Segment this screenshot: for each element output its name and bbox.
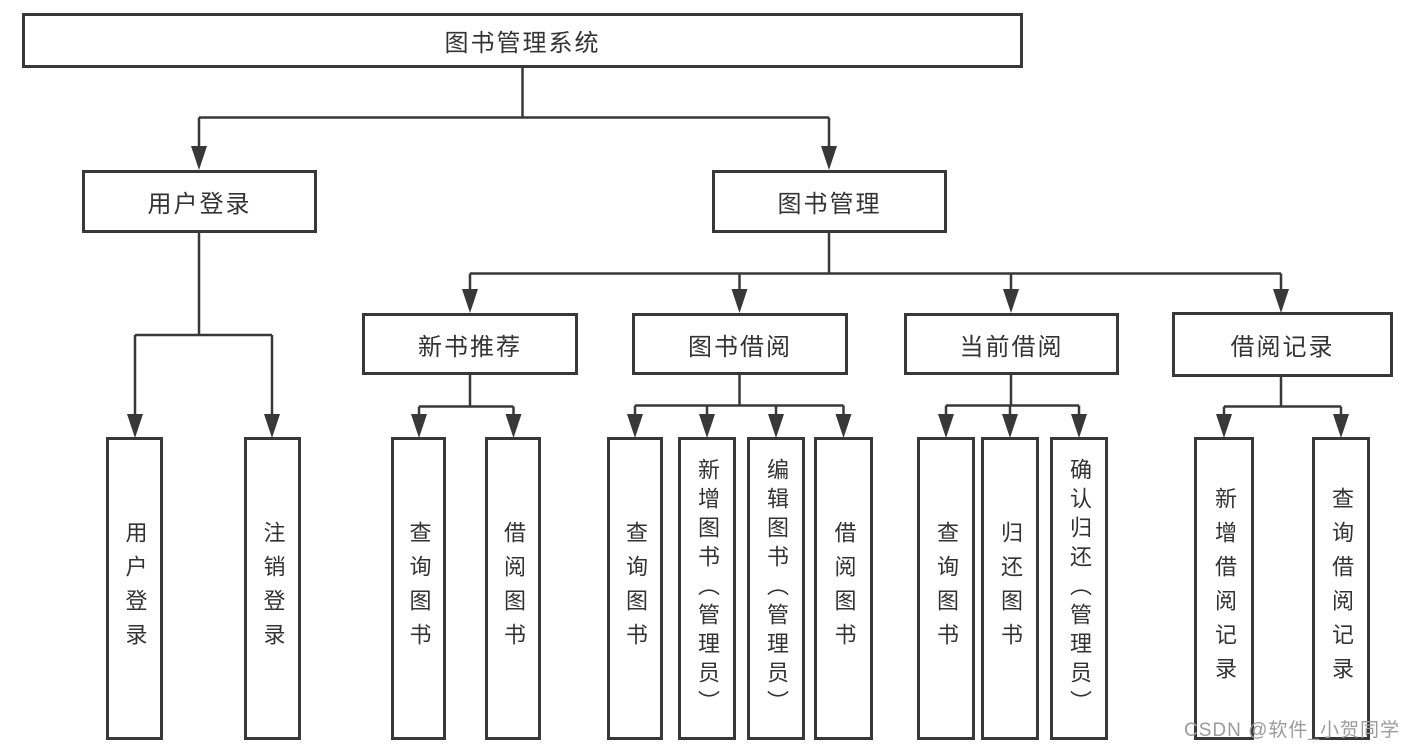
leaf-borrow-books: 借阅图书 xyxy=(814,437,873,740)
node-label: 确认归还（管理员） xyxy=(1067,458,1092,719)
leaf-add-borrow-record: 新增借阅记录 xyxy=(1194,437,1254,740)
leaf-query-books-borrowing: 查询图书 xyxy=(607,437,663,740)
node-label: 注销登录 xyxy=(260,520,286,657)
node-label: 查询图书 xyxy=(934,520,959,657)
node-current-borrowing: 当前借阅 xyxy=(904,313,1119,375)
csdn-watermark: CSDN @软件_小贺同学 xyxy=(1184,720,1400,741)
node-label: 查询图书 xyxy=(623,520,648,657)
node-label: 归还图书 xyxy=(998,520,1023,657)
node-library-management-system: 图书管理系统 xyxy=(22,13,1023,68)
node-borrow-records: 借阅记录 xyxy=(1172,312,1393,377)
leaf-return-book: 归还图书 xyxy=(981,437,1039,740)
leaf-query-books-recommend: 查询图书 xyxy=(391,437,446,740)
node-label: 用户登录 xyxy=(122,520,148,657)
node-label: 用户登录 xyxy=(147,191,252,218)
leaf-edit-book-admin: 编辑图书（管理员） xyxy=(747,437,805,740)
node-label: 新书推荐 xyxy=(418,333,522,361)
leaf-borrow-books-recommend: 借阅图书 xyxy=(485,437,541,740)
node-label: 借阅记录 xyxy=(1230,334,1335,361)
leaf-add-book-admin: 新增图书（管理员） xyxy=(678,437,736,740)
leaf-query-borrow-record: 查询借阅记录 xyxy=(1312,437,1370,740)
node-label: 图书管理 xyxy=(777,191,882,218)
leaf-logout: 注销登录 xyxy=(244,437,301,740)
node-new-book-recommend: 新书推荐 xyxy=(362,313,578,375)
node-label: 借阅图书 xyxy=(831,520,857,657)
node-label: 查询图书 xyxy=(406,520,432,657)
node-label: 图书管理系统 xyxy=(444,30,601,57)
node-label: 借阅图书 xyxy=(501,520,526,657)
node-label: 查询借阅记录 xyxy=(1329,486,1354,691)
leaf-query-books-current: 查询图书 xyxy=(917,437,975,740)
leaf-user-login: 用户登录 xyxy=(106,437,163,740)
node-user-login: 用户登录 xyxy=(82,170,317,233)
node-label: 新增借阅记录 xyxy=(1212,486,1237,691)
node-book-borrowing: 图书借阅 xyxy=(632,313,848,375)
node-label: 新增图书（管理员） xyxy=(695,458,720,719)
node-book-management: 图书管理 xyxy=(712,170,947,233)
node-label: 图书借阅 xyxy=(688,333,792,361)
leaf-confirm-return-admin: 确认归还（管理员） xyxy=(1050,437,1108,740)
node-label: 编辑图书（管理员） xyxy=(764,458,789,719)
node-label: 当前借阅 xyxy=(959,333,1064,361)
